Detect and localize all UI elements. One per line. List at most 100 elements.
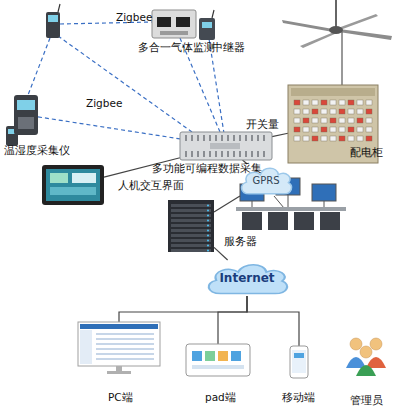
rack-led bbox=[207, 245, 209, 247]
controller-terminal bbox=[197, 151, 199, 157]
tablet-tile bbox=[231, 351, 241, 361]
switch bbox=[339, 100, 345, 105]
wired-link bbox=[214, 196, 240, 212]
controller-terminal bbox=[215, 135, 217, 141]
gas-screen bbox=[157, 17, 171, 27]
switch bbox=[357, 136, 363, 141]
edge-label: 开关量 bbox=[246, 119, 279, 131]
network-bar bbox=[236, 207, 346, 211]
screen-line bbox=[96, 338, 154, 340]
switch bbox=[330, 136, 336, 141]
tablet-tile bbox=[192, 351, 202, 361]
rack-unit bbox=[171, 214, 211, 217]
person-head bbox=[370, 338, 382, 350]
wired-link bbox=[272, 133, 288, 136]
switch bbox=[294, 118, 300, 123]
server-box bbox=[294, 212, 314, 230]
hmi-widget bbox=[50, 187, 96, 195]
node-label: PC端 bbox=[108, 392, 133, 404]
switch bbox=[303, 109, 309, 114]
zigbee-links bbox=[28, 22, 192, 132]
server-box bbox=[268, 212, 288, 230]
rack-unit bbox=[171, 219, 211, 222]
rack-led bbox=[207, 210, 209, 212]
pad-graphic bbox=[186, 344, 250, 376]
sensor-body bbox=[14, 95, 38, 135]
controller-terminal bbox=[191, 135, 193, 141]
gas-node: 多合一气体监测 bbox=[152, 10, 196, 38]
switch bbox=[339, 127, 345, 132]
hmi-widget bbox=[50, 173, 68, 183]
phone-screen bbox=[292, 350, 306, 373]
rack-unit bbox=[171, 249, 211, 252]
network-wire bbox=[274, 196, 284, 208]
controller-terminal bbox=[263, 151, 265, 157]
controller-terminal bbox=[245, 135, 247, 141]
node-label: 多合一气体监测 bbox=[138, 42, 215, 54]
switch bbox=[303, 127, 309, 132]
controller-terminal bbox=[257, 135, 259, 141]
hmi-widget bbox=[72, 173, 96, 183]
server-box bbox=[242, 212, 262, 230]
controller-terminal bbox=[239, 151, 241, 157]
switch bbox=[366, 118, 372, 123]
rack-led bbox=[207, 230, 209, 232]
pc-graphic bbox=[78, 322, 160, 374]
controller-graphic bbox=[180, 132, 272, 160]
fan-hub bbox=[329, 26, 343, 34]
people-graphic bbox=[346, 338, 386, 376]
gas-monitor-body bbox=[152, 10, 196, 38]
wireless-link bbox=[38, 117, 180, 139]
switch bbox=[339, 136, 345, 141]
hmi-node: 人机交互界面 bbox=[42, 165, 104, 205]
sensor-grille bbox=[18, 117, 34, 129]
monitor-base bbox=[107, 371, 131, 374]
node-label: 温湿度采集仪 bbox=[4, 145, 70, 157]
wired-link bbox=[247, 296, 299, 346]
phone-tile bbox=[294, 353, 304, 358]
controller-node: 多功能可编程数据采集 bbox=[180, 132, 272, 160]
monitor-stand bbox=[324, 201, 325, 207]
rack-led bbox=[207, 205, 209, 207]
rack-unit bbox=[171, 244, 211, 247]
switch bbox=[312, 109, 318, 114]
repeater-screen bbox=[202, 22, 212, 28]
node-label: Internet bbox=[203, 260, 291, 296]
wired-link bbox=[218, 296, 247, 344]
person-head bbox=[350, 338, 362, 350]
people-node: 管理员 bbox=[344, 330, 388, 376]
monitor-stand bbox=[116, 366, 122, 371]
controller-panel bbox=[210, 143, 240, 149]
switch bbox=[321, 118, 327, 123]
rack-unit bbox=[171, 239, 211, 242]
rack-unit bbox=[171, 204, 211, 207]
rack-unit bbox=[171, 229, 211, 232]
switch bbox=[357, 127, 363, 132]
fan-rod bbox=[335, 0, 337, 28]
rack-led bbox=[207, 250, 209, 252]
controller-terminal bbox=[251, 135, 253, 141]
node-label: 管理员 bbox=[350, 395, 383, 407]
hmi-screen bbox=[46, 169, 100, 201]
ceiling-fan bbox=[282, 0, 392, 48]
controller-terminal bbox=[209, 151, 211, 157]
rack-body bbox=[168, 200, 214, 252]
monitor-stand bbox=[288, 195, 289, 207]
pc-shape bbox=[78, 322, 160, 374]
gas-sensor bbox=[160, 31, 188, 35]
switch bbox=[366, 109, 372, 114]
rack-led bbox=[207, 215, 209, 217]
rack-led bbox=[207, 235, 209, 237]
people-shape bbox=[344, 330, 388, 376]
switch bbox=[303, 136, 309, 141]
node-label: 中继器 bbox=[212, 42, 245, 54]
switch bbox=[339, 118, 345, 123]
tablet-bar bbox=[192, 365, 244, 369]
sensor-body bbox=[46, 12, 60, 38]
rack-node: 服务器 bbox=[168, 200, 214, 252]
switch bbox=[366, 100, 372, 105]
rack-unit bbox=[171, 224, 211, 227]
cloud2-node: Internet bbox=[203, 260, 291, 296]
rack-graphic bbox=[168, 200, 214, 252]
